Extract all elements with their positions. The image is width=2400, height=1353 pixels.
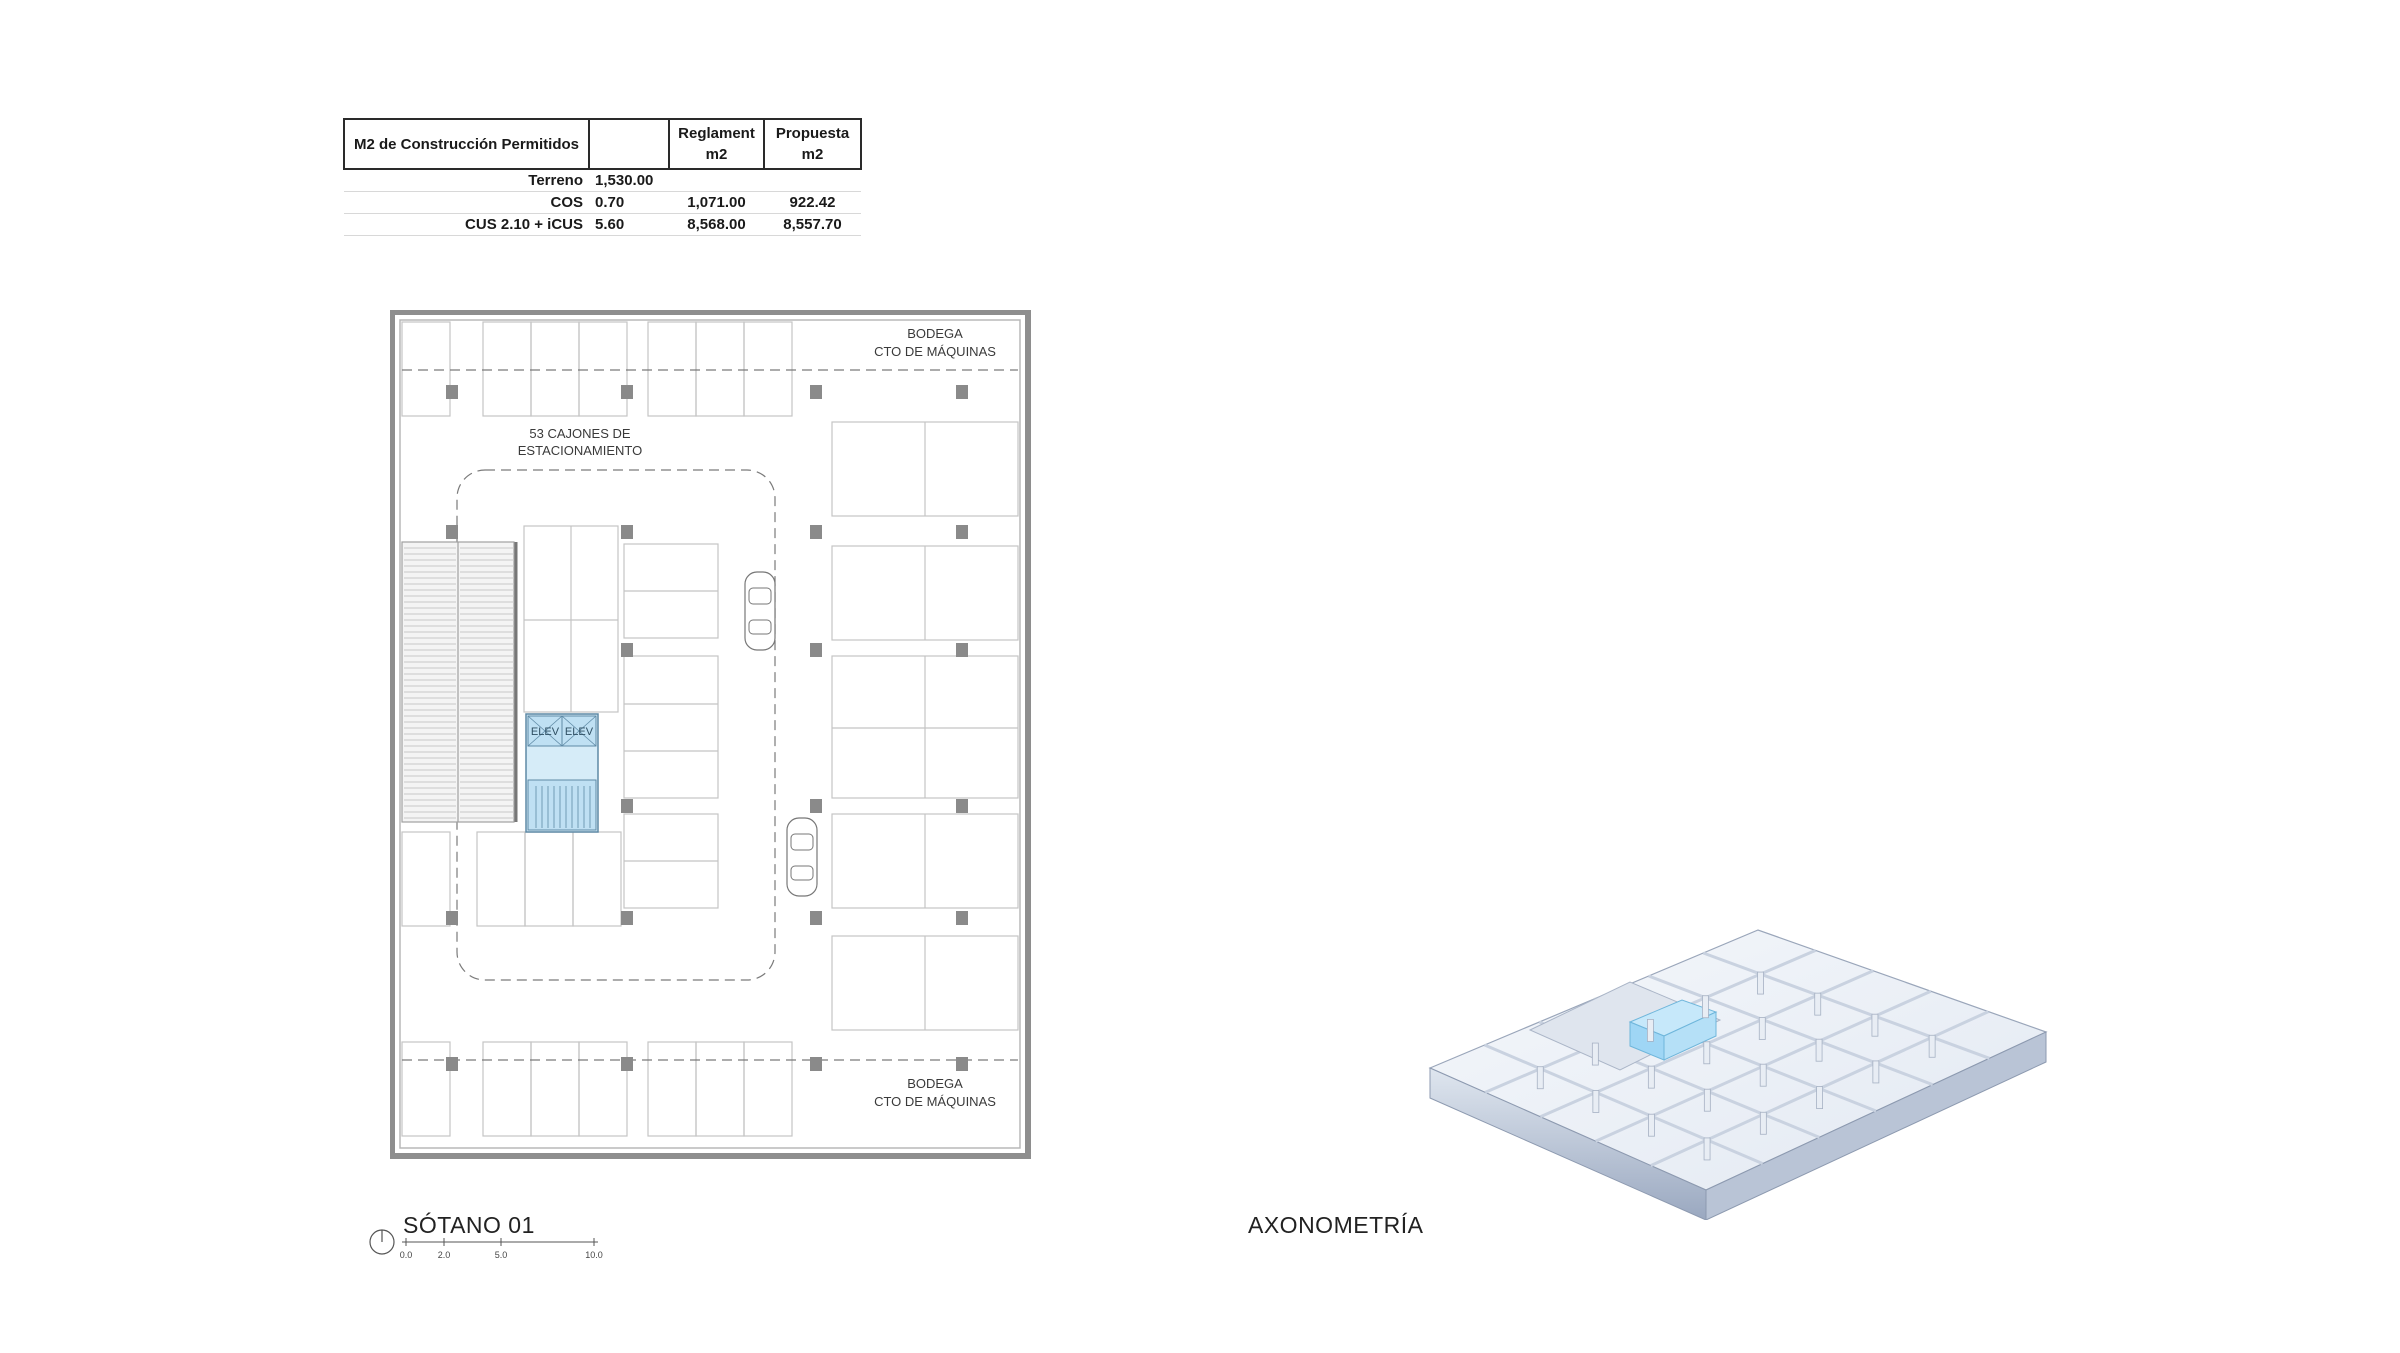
column: [810, 911, 822, 925]
row-label: COS: [344, 191, 589, 214]
top-parking-row: [401, 321, 793, 417]
axo-column: [1646, 1019, 1654, 1042]
table-row: CUS 2.10 + iCUS 5.60 8,568.00 8,557.70: [344, 213, 861, 236]
right-parking-column: [831, 421, 1019, 1031]
area-table-header-reglamento: Reglament m2: [668, 118, 765, 170]
axo-column: [1592, 1090, 1600, 1113]
axo-beam: [1484, 1043, 1764, 1166]
top-room-label-2: CTO DE MÁQUINAS: [874, 344, 996, 359]
axo-column: [1872, 1060, 1880, 1084]
table-row: Terreno 1,530.00: [344, 169, 861, 192]
central-parking: [401, 525, 719, 927]
axo-column: [1648, 1113, 1655, 1137]
area-table-header-row: M2 de Construcción Permitidos Reglament …: [343, 118, 862, 170]
column: [810, 525, 822, 539]
axo-column: [1814, 992, 1822, 1016]
inner-wall-line: [399, 319, 1021, 1149]
parking-note-1: 53 CAJONES DE: [529, 426, 630, 441]
axo-column: [1871, 1013, 1879, 1037]
axo-beam: [1648, 974, 1934, 1087]
axo-column: [1928, 1034, 1936, 1058]
car-1: [744, 571, 776, 651]
axo-column: [1759, 1063, 1767, 1087]
column: [956, 525, 968, 539]
floor-plan: BODEGA CTO DE MÁQUINAS BODEGA CTO DE MÁQ…: [390, 310, 1031, 1159]
axo-column: [1815, 1038, 1823, 1062]
row-factor: 5.60: [589, 213, 669, 236]
row-reglamento: 8,568.00: [669, 213, 764, 236]
column: [956, 643, 968, 657]
column: [956, 911, 968, 925]
axo-column: [1816, 1086, 1824, 1110]
area-table-header-blank: [589, 118, 669, 170]
column: [446, 525, 458, 539]
column: [810, 1057, 822, 1071]
area-table-header-permitted: M2 de Construcción Permitidos: [343, 118, 590, 170]
parking-note-2: ESTACIONAMIENTO: [518, 443, 642, 458]
axo-beam: [1702, 951, 1990, 1060]
area-table: M2 de Construcción Permitidos Reglament …: [343, 118, 862, 236]
area-table-header-propuesta: Propuesta m2: [763, 118, 862, 170]
bottom-room-label-1: BODEGA: [907, 1076, 963, 1091]
axo-column: [1703, 1088, 1711, 1112]
row-label: CUS 2.10 + iCUS: [344, 213, 589, 236]
axonometric-view: [1428, 929, 2048, 1220]
column: [621, 643, 633, 657]
column: [956, 799, 968, 813]
axo-columns: [1536, 971, 1936, 1161]
row-label: Terreno: [344, 169, 589, 192]
row-propuesta: [764, 169, 861, 192]
column: [621, 1057, 633, 1071]
column: [956, 385, 968, 399]
column: [810, 643, 822, 657]
row-propuesta: 8,557.70: [764, 213, 861, 236]
column: [621, 385, 633, 399]
axo-column: [1591, 1042, 1599, 1066]
elevator-core: ELEV ELEV: [525, 713, 599, 833]
row-propuesta: 922.42: [764, 191, 861, 214]
axo-column: [1758, 1017, 1766, 1040]
scale-tick: 2.0: [438, 1250, 451, 1260]
axo-column: [1703, 1041, 1711, 1065]
scale-tick: 5.0: [495, 1250, 508, 1260]
axo-front-wall-left: [1429, 1067, 1707, 1220]
axo-column: [1647, 1065, 1655, 1089]
axo-title: AXONOMETRÍA: [1248, 1212, 1424, 1238]
scale-tick: 10.0: [585, 1250, 603, 1260]
column: [810, 799, 822, 813]
bottom-parking-row: [401, 1041, 793, 1137]
row-reglamento: 1,071.00: [669, 191, 764, 214]
column: [446, 1057, 458, 1071]
structural-columns: [446, 385, 968, 1071]
table-row: COS 0.70 1,071.00 922.42: [344, 191, 861, 214]
column: [446, 911, 458, 925]
axo-column: [1757, 971, 1764, 995]
column: [810, 385, 822, 399]
scale-bar: 0.0 2.0 5.0 10.0: [369, 1229, 603, 1260]
top-room-label-1: BODEGA: [907, 326, 963, 341]
row-reglamento: [669, 169, 764, 192]
axo-column: [1759, 1111, 1767, 1135]
column: [621, 525, 633, 539]
plan-title: SÓTANO 01: [403, 1212, 535, 1238]
elevator-label-1: ELEV: [531, 726, 560, 738]
column: [956, 1057, 968, 1071]
scale-tick: 0.0: [400, 1250, 413, 1260]
ramp: [401, 541, 518, 823]
row-factor: 0.70: [589, 191, 669, 214]
elevator-label-2: ELEV: [565, 726, 594, 738]
row-factor: 1,530.00: [589, 169, 669, 192]
column: [621, 799, 633, 813]
axo-column: [1702, 995, 1709, 1019]
bottom-room-label-2: CTO DE MÁQUINAS: [874, 1094, 996, 1109]
car-2: [786, 817, 818, 897]
column: [446, 385, 458, 399]
axo-column: [1536, 1066, 1544, 1090]
axo-column: [1703, 1137, 1711, 1161]
column: [621, 911, 633, 925]
